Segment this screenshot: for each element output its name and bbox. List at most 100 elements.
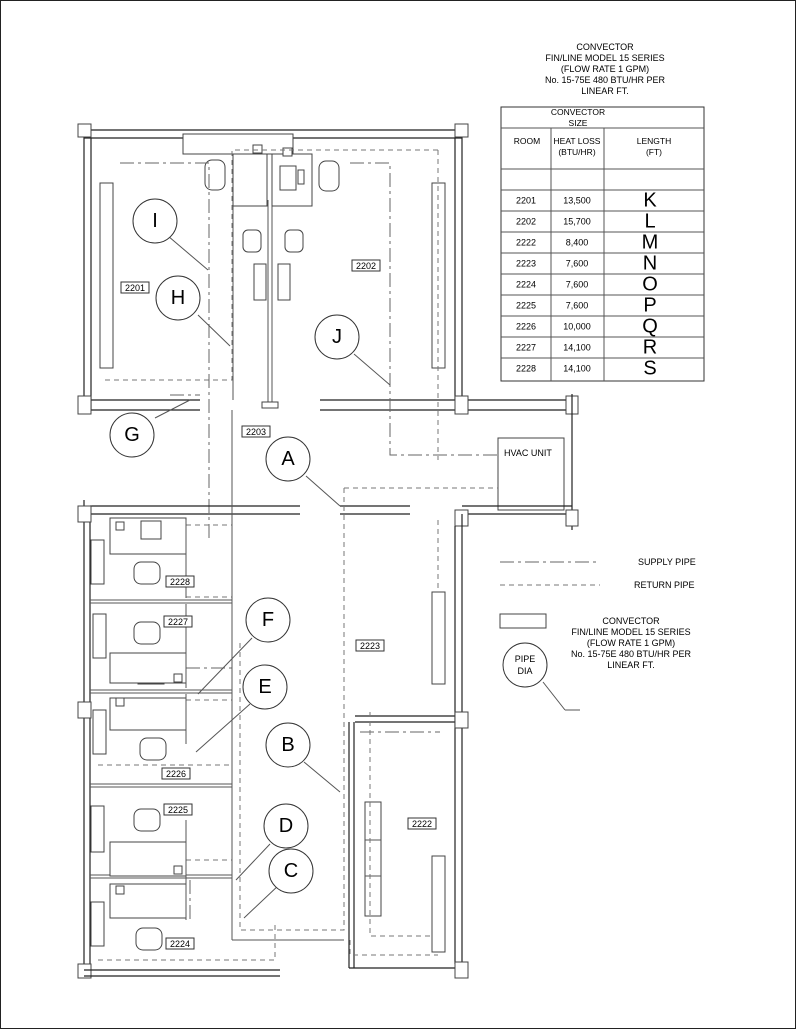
convector-2224 <box>90 901 105 947</box>
convector-2226 <box>92 709 107 755</box>
callout-g-label: G <box>124 424 140 446</box>
note-line-3: (FLOW RATE 1 GPM) <box>561 64 649 74</box>
cell-room: 2223 <box>516 259 536 269</box>
callout-h <box>155 275 201 321</box>
note-line-4: No. 15-75E 480 BTU/HR PER <box>545 75 666 85</box>
cell-room: 2228 <box>516 364 536 374</box>
convector-size-table: CONVECTOR SIZE ROOM HEAT LOSS (BTU/HR) L… <box>500 106 705 382</box>
convector-note: CONVECTOR FIN/LINE MODEL 15 SERIES (FLOW… <box>545 42 666 96</box>
cell-length: S <box>643 358 656 380</box>
cell-room: 2202 <box>516 217 536 227</box>
header-heat-loss-unit: (BTU/HR) <box>558 147 595 157</box>
convector-2223 <box>431 591 446 685</box>
legend-convector-1: CONVECTOR <box>602 616 660 626</box>
room-tag-2202: 2202 <box>356 261 376 271</box>
header-length: LENGTH <box>637 136 671 146</box>
legend-supply-label: SUPPLY PIPE <box>638 557 696 567</box>
room-tag-2226: 2226 <box>166 769 186 779</box>
callout-f <box>245 597 291 643</box>
callout-j <box>314 314 360 360</box>
callout-d <box>263 803 309 849</box>
callout-e-label: E <box>258 676 271 698</box>
callout-d-label: D <box>279 815 293 837</box>
table-title-1: CONVECTOR <box>551 107 605 117</box>
callout-c <box>268 848 314 894</box>
cell-room: 2227 <box>516 343 536 353</box>
convector-2228 <box>90 539 105 585</box>
callout-c-label: C <box>284 860 298 882</box>
callout-i <box>132 198 178 244</box>
convector-2227 <box>92 613 107 659</box>
room-tag-2223: 2223 <box>360 641 380 651</box>
cell-room: 2225 <box>516 301 536 311</box>
column <box>77 123 92 138</box>
room-tag-2201: 2201 <box>125 283 145 293</box>
corridor <box>90 437 579 979</box>
cell-room: 2224 <box>516 280 536 290</box>
cell-heat-loss: 7,600 <box>566 301 589 311</box>
callout-e <box>242 664 288 710</box>
cell-length: P <box>643 295 656 317</box>
cell-room: 2222 <box>516 238 536 248</box>
callout-j-label: J <box>332 326 342 348</box>
table-title-2: SIZE <box>569 118 588 128</box>
room-tag-2225: 2225 <box>168 805 188 815</box>
counter-2222 <box>364 801 382 917</box>
cell-heat-loss: 7,600 <box>566 259 589 269</box>
column <box>454 961 469 979</box>
cell-length: Q <box>642 316 658 338</box>
note-line-1: CONVECTOR <box>576 42 634 52</box>
convector-2201 <box>99 182 114 369</box>
legend-pipe-dia-bubble <box>502 642 548 688</box>
callout-f-label: F <box>262 609 274 631</box>
legend-pipe-dia-1: PIPE <box>515 654 536 664</box>
callout-g <box>109 412 155 458</box>
cell-heat-loss: 13,500 <box>563 196 591 206</box>
header-length-unit: (FT) <box>646 147 662 157</box>
cell-length: K <box>643 190 657 212</box>
cell-heat-loss: 15,700 <box>563 217 591 227</box>
column <box>565 509 579 527</box>
cell-length: M <box>642 232 659 254</box>
callout-b <box>265 722 311 768</box>
cell-heat-loss: 8,400 <box>566 238 589 248</box>
callout-h-label: H <box>171 287 185 309</box>
room-tags: 2201 2202 2203 2223 2222 2228 2227 2226 … <box>120 259 437 950</box>
cell-length: L <box>644 211 655 233</box>
note-line-2: FIN/LINE MODEL 15 SERIES <box>545 53 664 63</box>
legend-return-label: RETURN PIPE <box>634 580 695 590</box>
top-wing <box>77 123 579 540</box>
cell-room: 2226 <box>516 322 536 332</box>
legend-convector-3: (FLOW RATE 1 GPM) <box>587 638 675 648</box>
callout-i-label: I <box>152 210 158 232</box>
header-heat-loss: HEAT LOSS <box>554 136 601 146</box>
convector-2225 <box>90 805 105 853</box>
left-offices <box>77 410 344 979</box>
callout-bubbles: I H G J A F E B D C <box>109 198 360 894</box>
column <box>454 711 469 729</box>
legend-convector-4: No. 15-75E 480 BTU/HR PER <box>571 649 692 659</box>
column <box>77 395 92 415</box>
legend-pipe-dia-2: DIA <box>517 666 532 676</box>
legend-convector-2: FIN/LINE MODEL 15 SERIES <box>571 627 690 637</box>
callout-b-label: B <box>281 734 294 756</box>
room-tag-2224: 2224 <box>170 939 190 949</box>
column <box>77 505 92 523</box>
cell-length: R <box>643 337 657 359</box>
room-tag-2228: 2228 <box>170 577 190 587</box>
legend-convector-symbol <box>499 613 547 629</box>
column <box>77 701 92 719</box>
cell-heat-loss: 10,000 <box>563 322 591 332</box>
convector-2222 <box>431 855 446 953</box>
room-tag-2227: 2227 <box>168 617 188 627</box>
hvac-unit-label: HVAC UNIT <box>504 448 552 458</box>
column <box>454 395 469 415</box>
callout-a-label: A <box>281 448 295 470</box>
cell-length: O <box>642 274 658 296</box>
column <box>77 963 92 979</box>
leader-lines <box>154 235 580 919</box>
callout-a <box>265 436 311 482</box>
